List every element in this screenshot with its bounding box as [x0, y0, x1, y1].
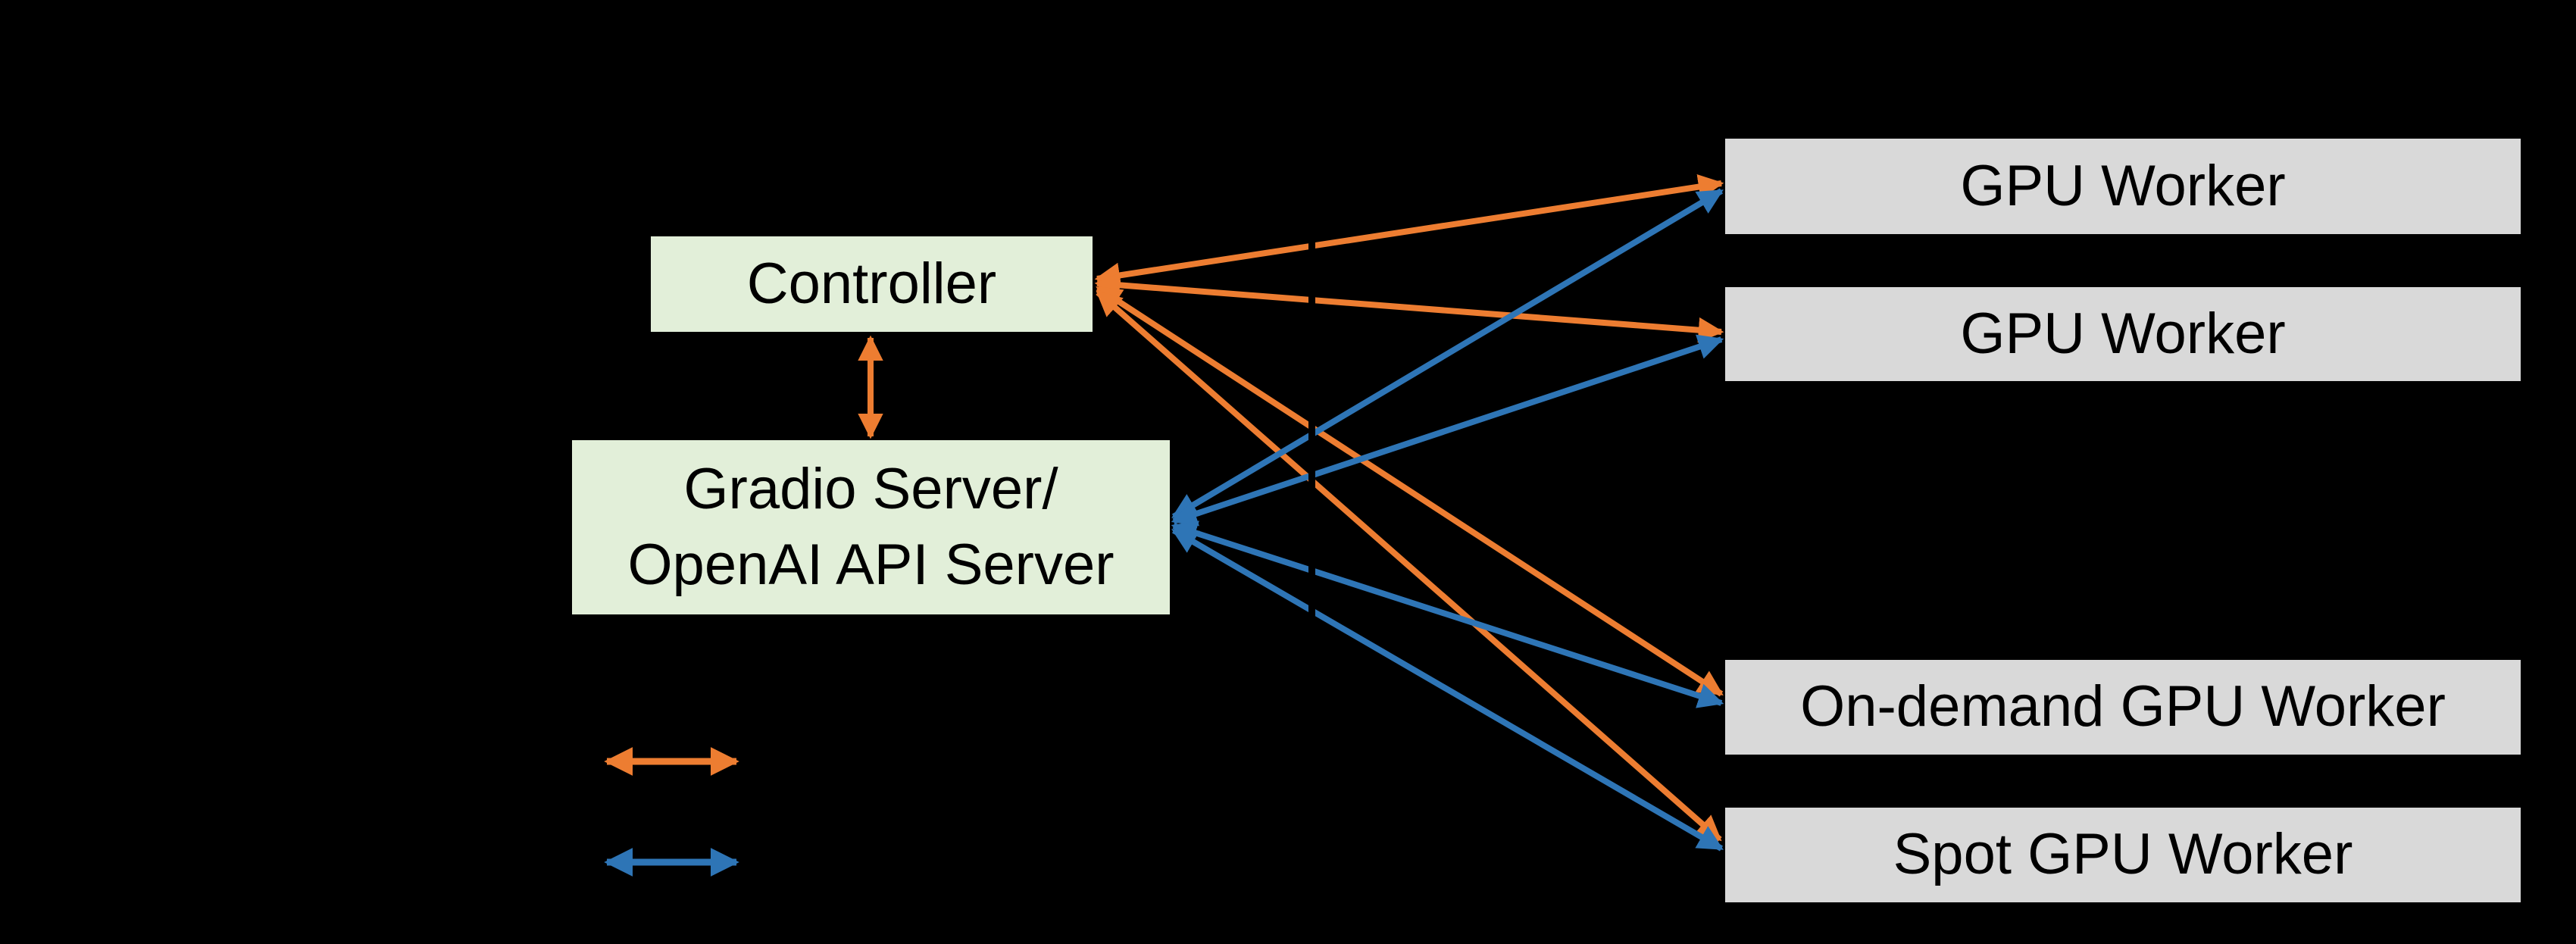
controller-label: Controller — [746, 251, 997, 316]
on-demand-gpu-worker-label: On-demand GPU Worker — [1800, 674, 2446, 739]
spot-gpu-worker-label: Spot GPU Worker — [1893, 822, 2353, 887]
api-server-node: Gradio Server/ OpenAI API Server — [572, 440, 1170, 614]
gpu-worker-1-label: GPU Worker — [1960, 153, 2286, 218]
gpu-worker-1-node: GPU Worker — [1725, 139, 2521, 234]
spot-gpu-worker-node: Spot GPU Worker — [1725, 808, 2521, 902]
gpu-worker-2-label: GPU Worker — [1960, 301, 2286, 366]
server-worker1-arrow — [1171, 188, 1724, 520]
server-spot-worker-arrow — [1171, 527, 1724, 852]
legend — [604, 747, 739, 877]
controller-node: Controller — [651, 236, 1093, 332]
controller-worker2-arrow — [1094, 272, 1724, 343]
server-worker2-arrow — [1171, 334, 1724, 527]
controller-worker1-arrow — [1094, 173, 1724, 289]
server-ondemand-worker-arrow — [1171, 520, 1724, 708]
api-server-label-line2: OpenAI API Server — [627, 533, 1114, 597]
on-demand-gpu-worker-node: On-demand GPU Worker — [1725, 660, 2521, 755]
controller-spot-worker-arrow — [1096, 289, 1722, 842]
controller-ondemand-worker-arrow — [1096, 285, 1724, 697]
cluster-divider-line — [1308, 83, 1315, 944]
api-server-label-line1: Gradio Server/ — [683, 456, 1058, 521]
gpu-worker-2-node: GPU Worker — [1725, 287, 2521, 381]
